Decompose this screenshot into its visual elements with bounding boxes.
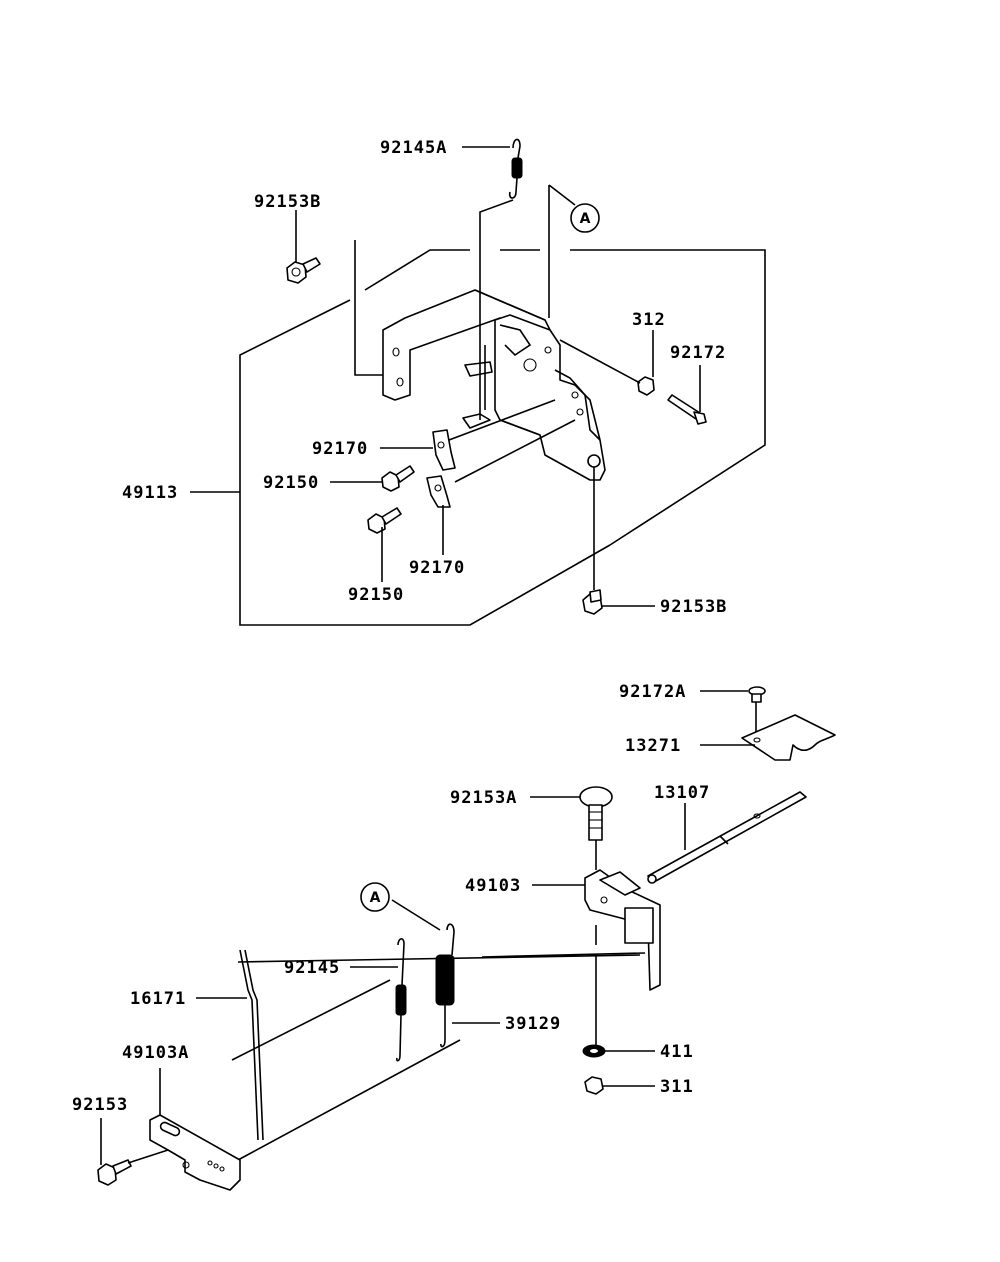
label-49113: 49113 (122, 483, 178, 503)
label-92145A: 92145A (380, 138, 447, 158)
control-bracket-assembly (239, 138, 766, 626)
washer-411 (582, 955, 606, 1058)
shaft-13107 (647, 791, 807, 884)
label-311: 311 (660, 1077, 694, 1097)
label-13107: 13107 (654, 783, 710, 803)
plate-49103A (149, 1068, 241, 1191)
spring-92145A (479, 138, 523, 420)
label-92150-lower: 92150 (348, 585, 404, 605)
control-linkage-assembly (97, 686, 836, 1191)
label-13271: 13271 (625, 736, 681, 756)
clamp-92170-lower (426, 419, 576, 508)
label-92153B-bottom: 92153B (660, 597, 727, 617)
bolt-92172 (667, 394, 707, 425)
label-49103: 49103 (465, 876, 521, 896)
label-16171: 16171 (130, 989, 186, 1009)
label-92153A: 92153A (450, 788, 517, 808)
label-92172: 92172 (670, 343, 726, 363)
label-92153B-top: 92153B (254, 192, 321, 212)
svg-text:A: A (370, 890, 381, 906)
label-92170-lower: 92170 (409, 558, 465, 578)
nut-311 (584, 1076, 604, 1095)
bolt-92153B-top (286, 240, 383, 376)
ref-circle-bottom: A (360, 882, 390, 912)
ref-circle-top: A (570, 203, 600, 233)
label-312: 312 (632, 310, 666, 330)
rod-16171 (239, 949, 264, 1141)
clamp-92170-upper (432, 399, 556, 471)
bolt-92153A (579, 786, 613, 841)
nut-312 (559, 339, 655, 396)
label-49103A: 49103A (122, 1043, 189, 1063)
label-92150-upper: 92150 (263, 473, 319, 493)
bolt-92153 (97, 1149, 169, 1186)
svg-text:A: A (580, 211, 591, 227)
spring-92145 (395, 938, 407, 1062)
lever-49103 (584, 840, 661, 991)
bolt-92153B-bottom (582, 467, 603, 615)
label-92172A: 92172A (619, 682, 686, 702)
label-92145: 92145 (284, 958, 340, 978)
label-411: 411 (660, 1042, 694, 1062)
label-39129: 39129 (505, 1014, 561, 1034)
spring-39129 (391, 899, 455, 1048)
label-92170-upper: 92170 (312, 439, 368, 459)
leader-lines (100, 146, 755, 1165)
bolt-92150-lower (367, 507, 402, 534)
plate-13271 (741, 714, 836, 761)
control-bracket (382, 289, 606, 481)
bolt-92172A (748, 686, 766, 735)
bolt-92150-upper (381, 465, 415, 492)
label-92153: 92153 (72, 1095, 128, 1115)
part-labels: 92145A 92153B 312 92172 92170 92150 4911… (72, 138, 727, 1115)
